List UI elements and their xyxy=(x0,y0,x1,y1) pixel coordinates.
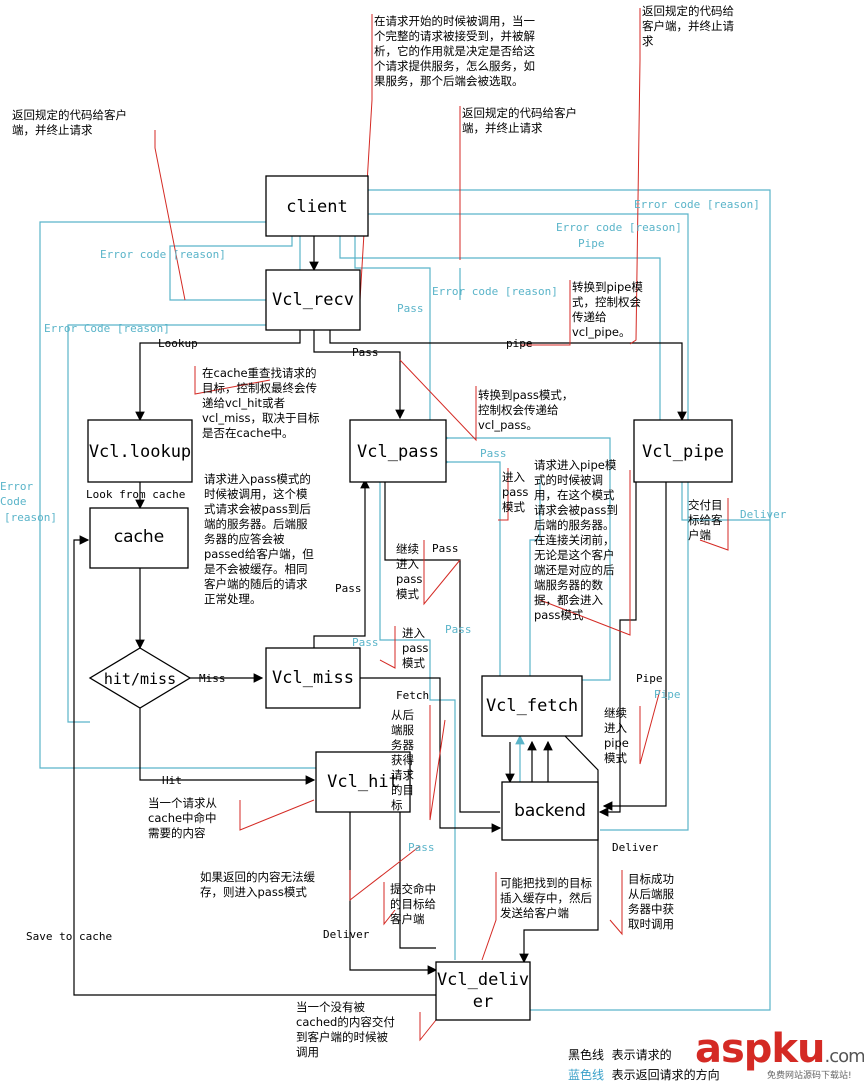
node-backend-label: backend xyxy=(514,801,586,821)
node-backend[interactable]: backend xyxy=(501,781,599,841)
node-vcl-pass[interactable]: Vcl_pass xyxy=(349,419,447,483)
node-hitmiss-label: hit/miss xyxy=(104,670,176,688)
watermark-brand: aspku xyxy=(695,1026,826,1072)
legend-black: 黑色线 表示请求的 xyxy=(568,1046,672,1063)
legend-blue-desc: 表示返回请求的方向 xyxy=(611,1068,720,1082)
note-fetch-success: 目标成功从后端服务器中获取时调用 xyxy=(628,872,674,931)
note-maybe-cache: 可能把找到的目标插入缓存中，然后发送给客户端 xyxy=(500,876,592,920)
blue-return-lines xyxy=(39,185,771,1011)
node-vcl-recv[interactable]: Vcl_recv xyxy=(265,269,361,331)
node-recv-label: Vcl_recv xyxy=(272,290,354,310)
node-pipe-label: Vcl_pipe xyxy=(642,442,724,462)
blue-error-recv-client xyxy=(169,232,293,301)
blue-label-error-left-3: [reason] xyxy=(4,511,57,524)
note-top-left: 返回规定的代码给客户端，并终止请求 xyxy=(12,108,127,137)
node-pass-label: Vcl_pass xyxy=(357,442,439,462)
edge-label-pass-miss: Pass xyxy=(335,582,362,595)
edge-label-save-to-cache: Save to cache xyxy=(26,930,112,943)
blue-label-error-code-1: Error code [reason] xyxy=(100,248,226,261)
note-top-mid: 返回规定的代码给客户端，并终止请求 xyxy=(462,106,577,135)
blue-label-pass-fetch: Pass xyxy=(445,623,472,636)
node-cache[interactable]: cache xyxy=(89,507,189,569)
edge-label-deliver: Deliver xyxy=(323,928,370,941)
edge-label-fetch: Fetch xyxy=(396,689,429,702)
black-edge-labels: Lookup Pass pipe Look from cache Miss Hi… xyxy=(26,337,663,943)
blue-label-error-left-1: Error xyxy=(0,480,33,493)
node-hit-label: Vcl_hit xyxy=(327,772,399,792)
node-vcl-fetch[interactable]: Vcl_fetch xyxy=(481,675,583,737)
legend-black-desc: 表示请求的 xyxy=(611,1048,672,1062)
node-lookup-label: Vcl.lookup xyxy=(89,442,191,462)
note-submit-hit: 提交命中的目标给客户端 xyxy=(390,882,436,926)
note-recv-top: 在请求开始的时候被调用，当一个完整的请求被接受到，并被解析，它的作用就是决定是否… xyxy=(374,14,535,88)
blue-label-pass-pass: Pass xyxy=(480,447,507,460)
node-miss-label: Vcl_miss xyxy=(272,668,354,688)
edge-label-pipe: pipe xyxy=(506,337,533,350)
note-pass-desc: 请求进入pass模式的时候被调用，这个模式请求会被pass到后端的服务器。后端服… xyxy=(204,472,314,606)
note-no-cache: 如果返回的内容无法缓存，则进入pass模式 xyxy=(200,870,315,899)
node-fetch-label: Vcl_fetch xyxy=(486,696,578,716)
watermark-domain: .com xyxy=(824,1046,864,1067)
node-deliver-label-1: Vcl_deliv xyxy=(437,970,529,990)
note-top-right: 返回规定的代码给客户端，并终止请求 xyxy=(642,4,734,48)
blue-label-error-code-4: Error code [reason] xyxy=(634,198,760,211)
node-vcl-lookup[interactable]: Vcl.lookup xyxy=(87,419,193,483)
blue-label-error-code-2: Error code [reason] xyxy=(432,285,558,298)
note-deliver-client: 交付目标给客户端 xyxy=(688,498,723,542)
node-hit-miss[interactable]: hit/miss xyxy=(88,647,192,709)
node-client[interactable]: client xyxy=(265,175,369,237)
watermark-tagline: 免费网站源码下载站! xyxy=(767,1071,852,1081)
node-client-label: client xyxy=(286,197,347,217)
legend-blue: 蓝色线 表示返回请求的方向 xyxy=(568,1066,720,1083)
edge-label-miss: Miss xyxy=(199,672,226,685)
blue-label-pass-hit: Pass xyxy=(408,841,435,854)
blue-label-pass-recv: Pass xyxy=(397,302,424,315)
node-cache-label: cache xyxy=(114,527,164,547)
node-vcl-hit[interactable]: Vcl_hit xyxy=(315,751,411,813)
node-vcl-pipe[interactable]: Vcl_pipe xyxy=(633,419,733,483)
blue-label-deliver-pipe: Deliver xyxy=(740,508,787,521)
blue-label-pipe-top: Pipe xyxy=(578,237,605,250)
edge-label-pass-continue: Pass xyxy=(432,542,459,555)
node-deliver-label-2: er xyxy=(473,992,493,1012)
blue-edge-labels: Error code [reason] Error code [reason] … xyxy=(0,198,787,854)
blue-label-pass-miss: Pass xyxy=(352,636,379,649)
edge-label-pipe-right: Pipe xyxy=(636,672,663,685)
edge-label-pass: Pass xyxy=(352,346,379,359)
node-vcl-miss[interactable]: Vcl_miss xyxy=(265,647,361,709)
legend-black-name: 黑色线 xyxy=(568,1048,605,1062)
node-vcl-deliver[interactable]: Vcl_deliv er xyxy=(435,961,531,1021)
edge-label-look-from-cache: Look from cache xyxy=(86,488,185,501)
blue-label-error-code-5: Error code [reason] xyxy=(556,221,682,234)
watermark-logo: aspku.com 免费网站源码下载站! xyxy=(695,1026,864,1081)
legend-blue-name: 蓝色线 xyxy=(568,1068,605,1082)
edge-label-deliver-right: Deliver xyxy=(612,841,659,854)
note-pipe-desc: 请求进入pipe模式的时候被调用，在这个模式请求会被pass到后端的服务器。在连… xyxy=(534,458,618,622)
blue-label-error-code-3: Error Code [reason] xyxy=(44,322,170,335)
blue-label-error-left-2: Code xyxy=(0,495,27,508)
edge-label-hit: Hit xyxy=(162,774,182,787)
edge-label-lookup: Lookup xyxy=(158,337,198,350)
annotation-pointers xyxy=(154,8,729,1042)
note-fetch-desc: 从后端服务器获得请求的目标 xyxy=(391,708,414,812)
blue-label-pipe-fetch: Pipe xyxy=(654,688,681,701)
